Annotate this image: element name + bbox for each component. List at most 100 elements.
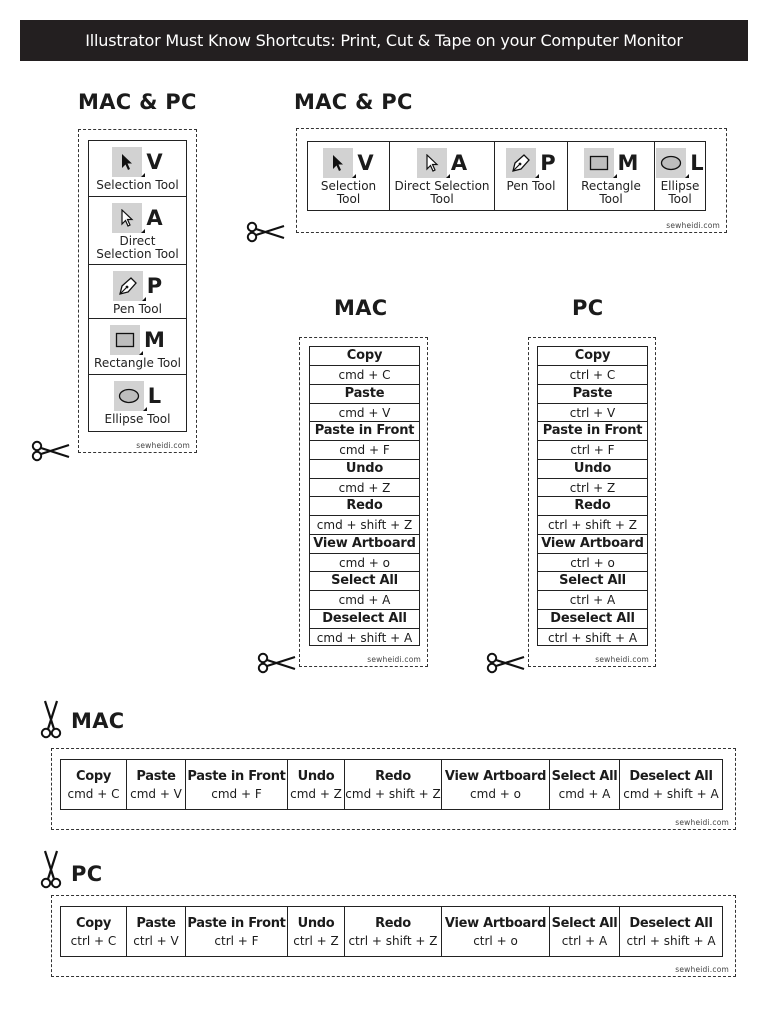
credit: sewheidi.com (675, 818, 729, 827)
cut-line-mac-row: sewheidi.com (51, 748, 736, 830)
shortcut-name: Redo (375, 768, 411, 784)
tool-name: Ellipse Tool (660, 179, 700, 206)
scissors-icon (40, 700, 62, 739)
direct-selection-arrow-icon (112, 203, 146, 233)
shortcut-cell: Select All cmd + A (550, 760, 620, 809)
shortcut-name: Deselect All (629, 915, 713, 931)
shortcut-cell: Redo cmd + shift + Z (345, 760, 442, 809)
shortcut-keys: ctrl + F (214, 933, 259, 948)
shortcut-name: Deselect All (629, 768, 713, 784)
shortcut-keys: cmd + Z (310, 477, 419, 497)
tool-header: A (112, 203, 163, 233)
scissors-icon (486, 652, 525, 674)
shortcut-name: Paste (344, 385, 385, 401)
shortcut-keys: ctrl + shift + A (626, 933, 716, 948)
tool-shortcut-key: V (146, 149, 163, 174)
tool-shortcut-key: M (144, 327, 165, 352)
tool-header: P (112, 271, 162, 301)
tool-name: Pen Tool (113, 302, 162, 316)
shortcut-cell: Copy ctrl + C (537, 346, 648, 384)
shortcut-cell: Deselect All ctrl + shift + A (620, 907, 722, 956)
tool-name: Pen Tool (506, 179, 556, 193)
shortcut-name: Deselect All (322, 610, 407, 626)
shortcut-name: Deselect All (550, 610, 635, 626)
credit: sewheidi.com (367, 655, 421, 664)
scissors-icon (40, 850, 62, 889)
shortcut-keys: ctrl + F (538, 440, 647, 459)
shortcut-keys: cmd + V (130, 786, 182, 801)
shortcut-keys: cmd + A (310, 590, 419, 609)
shortcut-keys: ctrl + C (538, 365, 647, 384)
shortcut-name: View Artboard (313, 535, 416, 551)
shortcut-keys: ctrl + o (473, 933, 518, 948)
shortcut-keys: ctrl + V (538, 402, 647, 422)
tool-header: M (583, 148, 638, 178)
tool-name: Direct Selection Tool (394, 179, 490, 206)
direct-selection-arrow-icon (416, 148, 450, 178)
tool-name: Rectangle Tool (94, 356, 181, 370)
shortcut-name: Copy (574, 348, 611, 363)
rectangle-icon (110, 325, 144, 355)
tool-card: V Selection Tool (88, 140, 187, 196)
shortcut-keys: cmd + shift + Z (345, 786, 441, 801)
scissors-icon (257, 652, 296, 674)
scissors-icon (31, 440, 70, 462)
shortcut-keys: cmd + F (211, 786, 262, 801)
shortcut-name: View Artboard (444, 768, 547, 784)
shortcut-name: Paste in Front (314, 423, 415, 438)
credit: sewheidi.com (595, 655, 649, 664)
cut-line-pc-column: sewheidi.com (528, 337, 656, 667)
cut-line-tools-horizontal: sewheidi.com (296, 128, 727, 233)
tool-shortcut-key: V (357, 150, 374, 175)
shortcut-keys: ctrl + V (133, 933, 179, 948)
tool-header: V (323, 148, 374, 178)
tool-shortcut-key: A (450, 150, 468, 175)
shortcut-keys: ctrl + shift + A (538, 627, 647, 647)
shortcut-keys: ctrl + shift + Z (348, 933, 438, 948)
pen-icon (506, 148, 540, 178)
tool-shortcut-key: A (146, 205, 163, 230)
shortcut-keys: ctrl + A (561, 933, 608, 948)
credit: sewheidi.com (136, 441, 190, 450)
shortcut-cell: Redo ctrl + shift + Z (345, 907, 442, 956)
shortcut-name: Undo (573, 460, 612, 476)
tool-shortcut-key: L (147, 383, 162, 408)
tool-card: A Direct Selection Tool (389, 141, 494, 211)
tool-header: P (506, 148, 556, 178)
tool-name: Selection Tool (96, 178, 179, 192)
shortcut-name: Copy (75, 915, 112, 931)
tool-header: M (110, 325, 165, 355)
tool-shortcut-key: P (540, 150, 556, 175)
shortcut-name: Select All (551, 768, 618, 784)
cut-line-tools-vertical: sewheidi.com (78, 129, 197, 453)
shortcut-keys: ctrl + C (70, 933, 117, 948)
shortcut-keys: cmd + A (558, 786, 611, 801)
ellipse-icon (656, 148, 690, 178)
shortcut-keys: cmd + C (310, 365, 419, 384)
shortcut-name: View Artboard (444, 915, 547, 931)
tool-name: Ellipse Tool (104, 412, 171, 426)
shortcut-name: Redo (375, 915, 411, 931)
